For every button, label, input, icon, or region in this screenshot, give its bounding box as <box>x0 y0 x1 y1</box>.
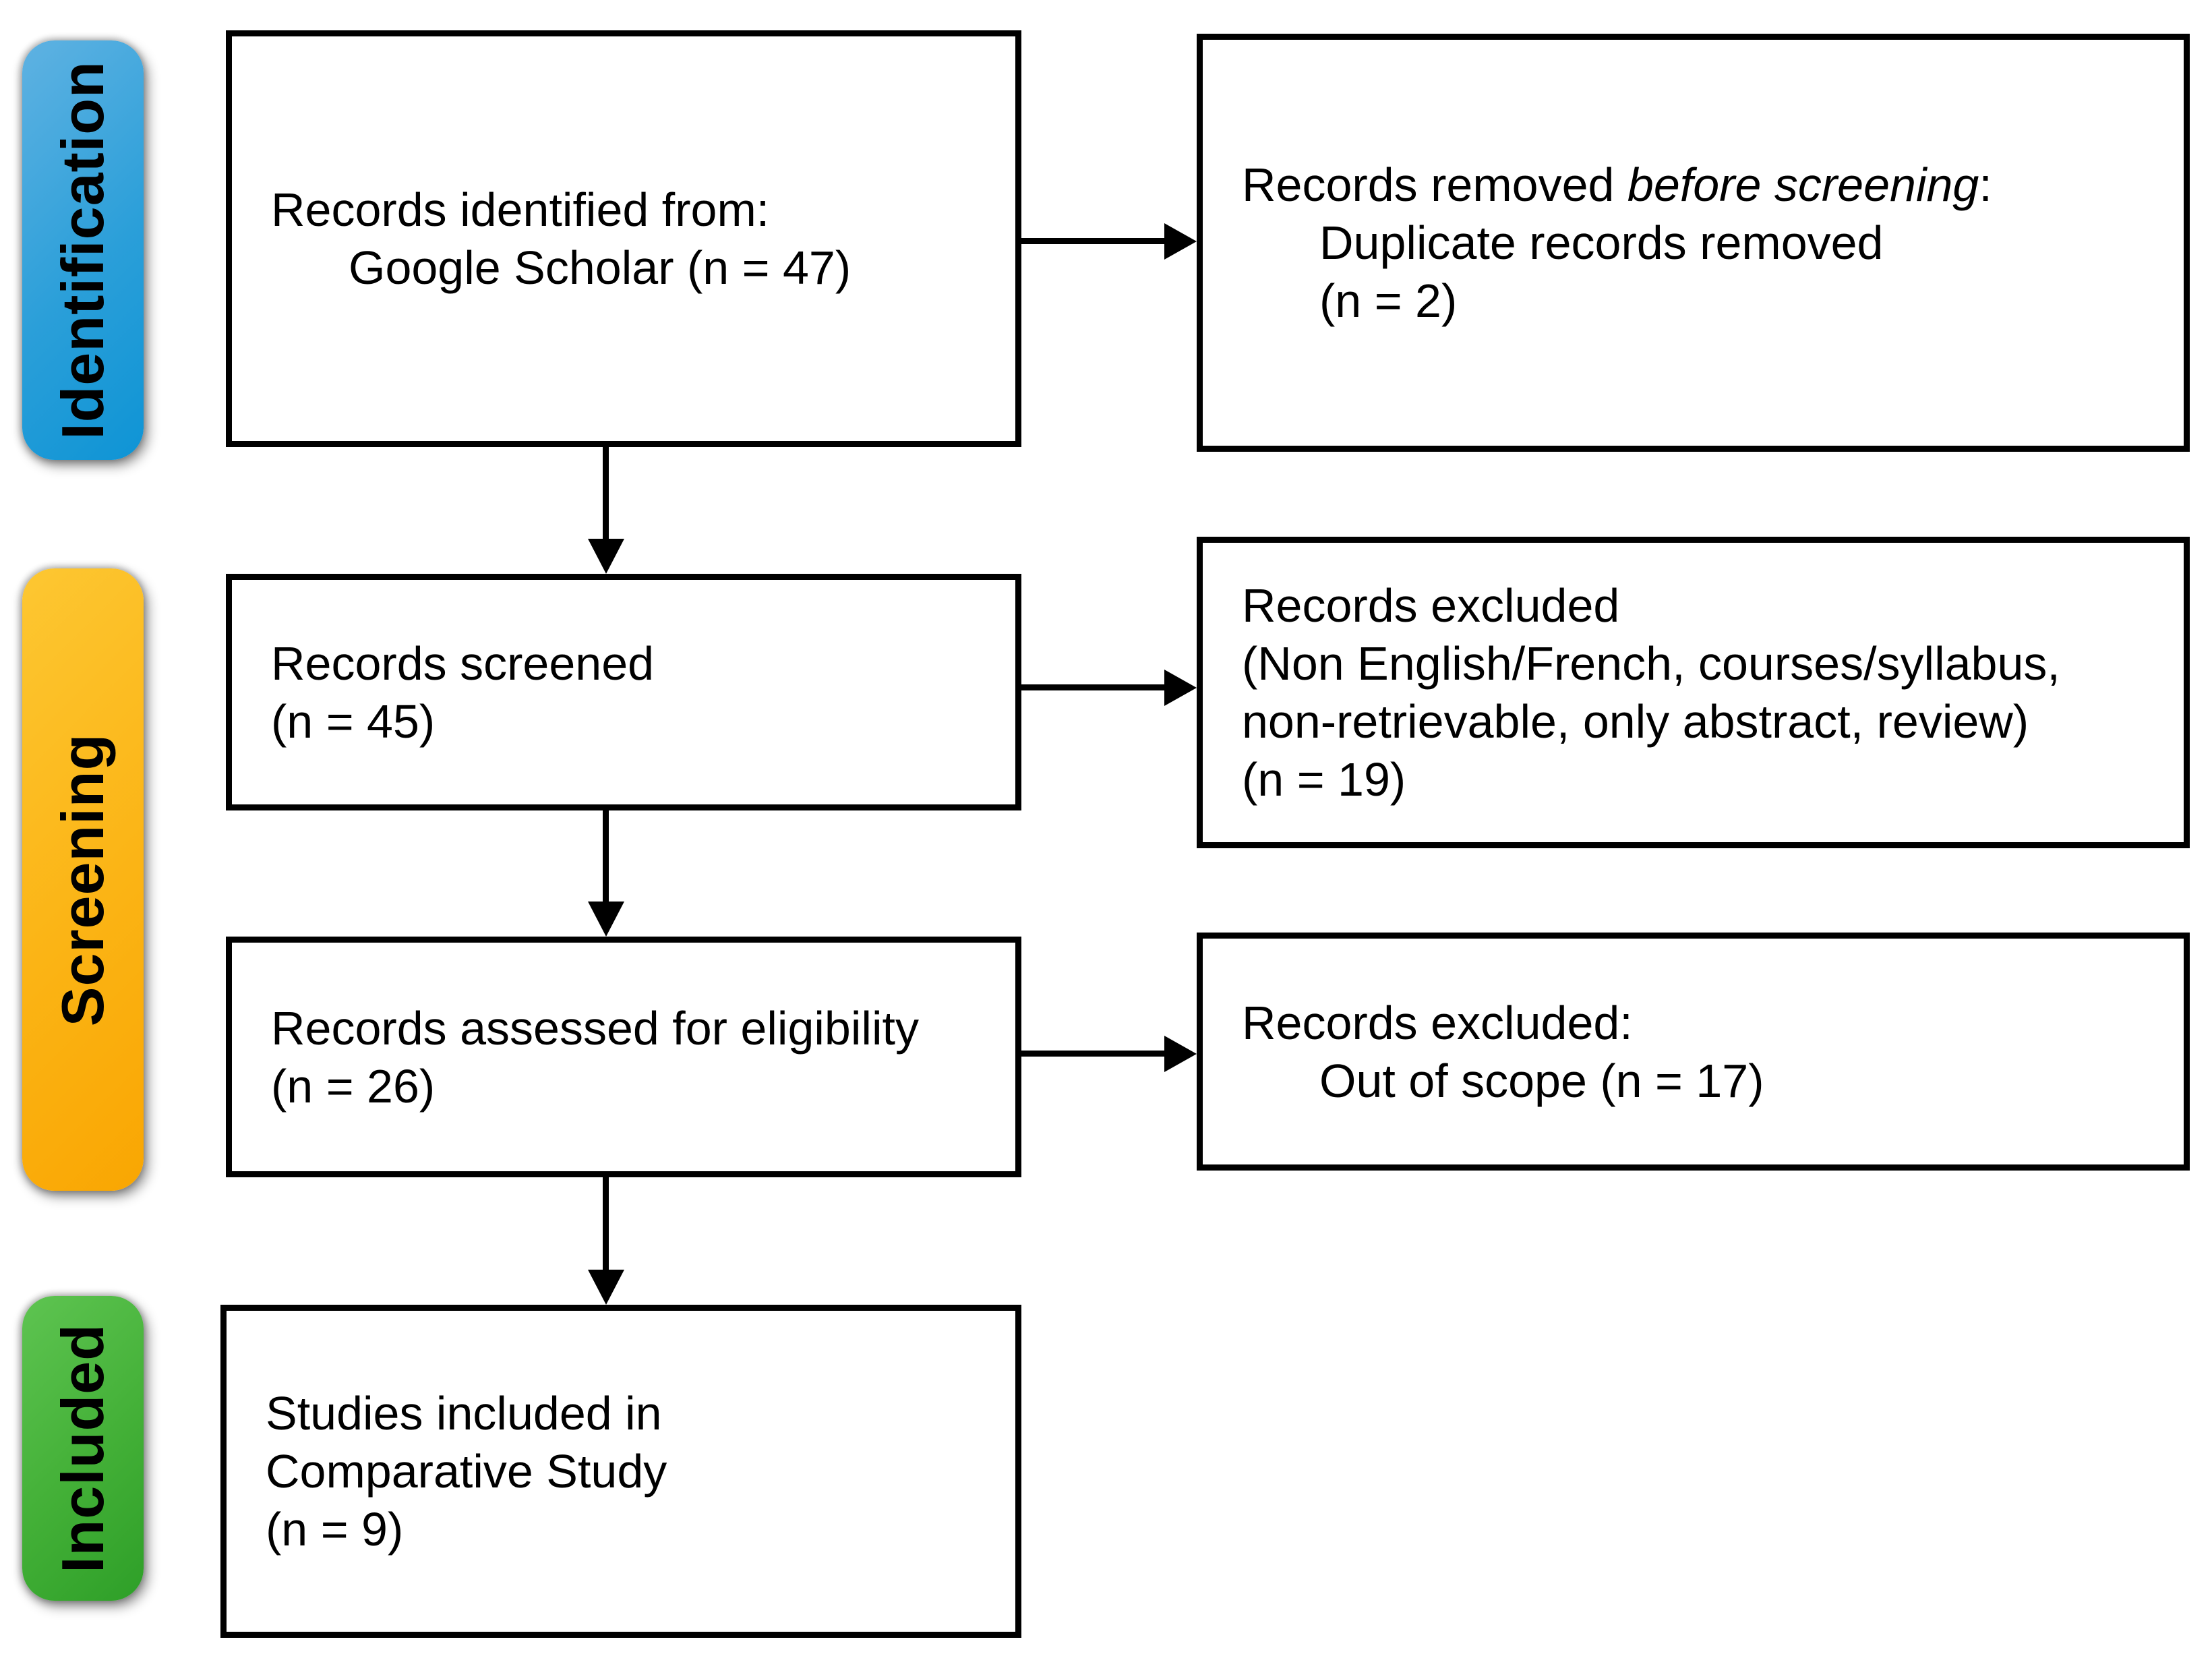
records-removed-line1: Records removed before screening: <box>1242 156 2168 214</box>
box-records-removed: Records removed before screening: Duplic… <box>1197 34 2190 452</box>
records-removed-line1-italic: before screening <box>1627 158 1979 211</box>
box-records-screened: Records screened (n = 45) <box>226 574 1021 810</box>
records-excluded-screening-line2: (Non English/French, courses/syllabus, <box>1242 637 2060 690</box>
records-identified-line1: Records identified from: <box>271 183 770 236</box>
records-removed-line1-prefix: Records removed <box>1242 158 1627 211</box>
stage-label-identification-text: Identification <box>49 61 116 440</box>
connector-line <box>603 445 609 539</box>
stage-label-identification: Identification <box>22 40 144 460</box>
records-screened-line2: (n = 45) <box>271 695 436 748</box>
stage-label-included-text: Included <box>49 1324 117 1573</box>
studies-included-line1: Studies included in <box>266 1387 662 1440</box>
stage-label-included: Included <box>22 1296 144 1601</box>
right-arrowhead-icon <box>1164 670 1197 706</box>
right-arrowhead-icon <box>1164 223 1197 260</box>
records-screened-line1: Records screened <box>271 637 655 690</box>
box-studies-included: Studies included in Comparative Study (n… <box>220 1305 1021 1638</box>
records-excluded-eligibility-line2: Out of scope (n = 17) <box>1319 1054 1764 1107</box>
records-removed-line2: Duplicate records removed <box>1319 216 1884 269</box>
connector-line <box>1018 684 1165 690</box>
studies-included-line2: Comparative Study <box>266 1445 667 1498</box>
box-records-excluded-screening: Records excluded (Non English/French, co… <box>1197 537 2190 848</box>
connector-line <box>1018 238 1165 244</box>
records-assessed-line2: (n = 26) <box>271 1059 436 1113</box>
box-records-excluded-eligibility: Records excluded: Out of scope (n = 17) <box>1197 933 2190 1171</box>
box-records-assessed: Records assessed for eligibility (n = 26… <box>226 937 1021 1177</box>
down-arrowhead-icon <box>588 539 624 574</box>
down-arrowhead-icon <box>588 902 624 937</box>
records-excluded-screening-line1: Records excluded <box>1242 579 1620 632</box>
stage-label-screening: Screening <box>22 568 144 1191</box>
box-records-identified: Records identified from: Google Scholar … <box>226 30 1021 447</box>
records-assessed-line1: Records assessed for eligibility <box>271 1001 919 1055</box>
records-excluded-screening-line3: non-retrievable, only abstract, review) <box>1242 695 2029 748</box>
connector-line <box>603 808 609 902</box>
right-arrowhead-icon <box>1164 1036 1197 1072</box>
records-excluded-eligibility-line1: Records excluded: <box>1242 996 1633 1049</box>
records-removed-line3: (n = 2) <box>1319 274 1458 327</box>
records-identified-line2: Google Scholar (n = 47) <box>349 241 851 294</box>
studies-included-line3: (n = 9) <box>266 1503 404 1556</box>
records-excluded-screening-line4: (n = 19) <box>1242 753 1406 806</box>
records-removed-line1-suffix: : <box>1979 158 1992 211</box>
down-arrowhead-icon <box>588 1270 624 1305</box>
connector-line <box>1018 1051 1165 1057</box>
connector-line <box>603 1175 609 1270</box>
stage-label-screening-text: Screening <box>49 733 117 1026</box>
